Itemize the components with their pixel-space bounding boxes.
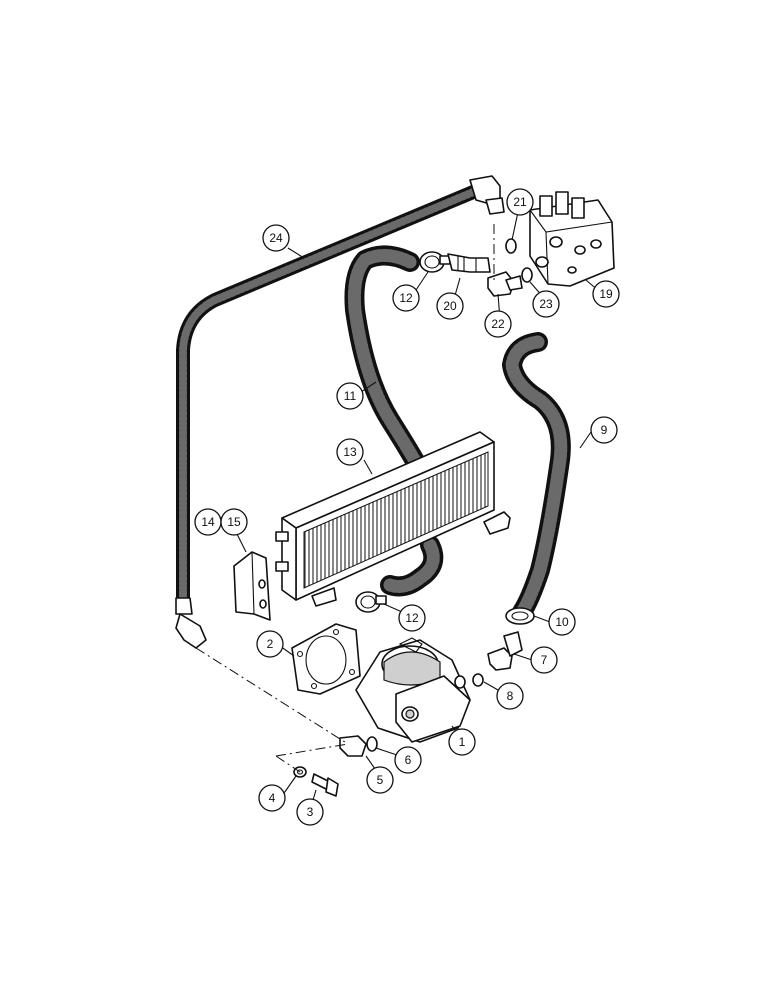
elbow-fitting-7: [487, 631, 523, 671]
svg-text:11: 11: [344, 389, 357, 403]
callout-12-upper: 12: [392, 284, 420, 312]
svg-text:14: 14: [201, 515, 215, 529]
svg-text:21: 21: [513, 195, 527, 209]
o-ring-8: [472, 673, 484, 687]
callout-9: 9: [590, 416, 618, 444]
elbow-fitting-5: [339, 735, 367, 757]
valve-block-19: [529, 191, 615, 287]
svg-text:10: 10: [555, 615, 569, 629]
callout-11: 11: [336, 382, 364, 410]
o-ring-6: [366, 736, 378, 752]
callout-20: 20: [436, 292, 464, 320]
o-ring-23: [521, 267, 533, 283]
svg-text:22: 22: [491, 317, 505, 331]
svg-text:9: 9: [601, 423, 608, 437]
svg-text:13: 13: [343, 445, 357, 459]
assembly-lines: [195, 647, 349, 773]
hose-clamp-10: [505, 607, 535, 625]
svg-text:24: 24: [269, 231, 283, 245]
hose-clamp-12-lower: [355, 591, 387, 613]
callout-21: 21: [506, 188, 534, 216]
svg-text:6: 6: [405, 753, 412, 767]
callout-24: 24: [262, 224, 290, 252]
callout-2: 2: [256, 630, 284, 658]
svg-text:15: 15: [227, 515, 241, 529]
svg-text:3: 3: [307, 805, 314, 819]
oil-cooler-13: [275, 431, 511, 607]
hose-9: [502, 332, 571, 622]
svg-text:4: 4: [269, 791, 276, 805]
hose-clamp-12-upper: [419, 251, 451, 273]
o-ring-21: [505, 238, 517, 254]
callout-19: 19: [592, 280, 620, 308]
svg-text:5: 5: [377, 773, 384, 787]
callout-1: 1: [448, 728, 476, 756]
callout-23: 23: [532, 290, 560, 318]
hydraulic-pump-1: [355, 637, 471, 743]
elbow-fitting-22: [487, 271, 523, 297]
callout-14: 14: [194, 508, 222, 536]
svg-text:12: 12: [405, 611, 419, 625]
svg-text:20: 20: [443, 299, 457, 313]
svg-text:19: 19: [599, 287, 613, 301]
hose-11: [344, 245, 444, 597]
bracket-14-15: [233, 551, 271, 621]
svg-text:12: 12: [399, 291, 413, 305]
callout-10: 10: [548, 608, 576, 636]
callout-15: 15: [220, 508, 248, 536]
callout-13: 13: [336, 438, 364, 466]
callout-12-lower: 12: [398, 604, 426, 632]
bolt-3: [311, 773, 339, 797]
callout-4: 4: [258, 784, 286, 812]
hose-24: [175, 175, 505, 649]
callout-22: 22: [484, 310, 512, 338]
callout-5: 5: [366, 766, 394, 794]
svg-text:7: 7: [541, 653, 548, 667]
callout-6: 6: [394, 746, 422, 774]
gasket-2: [291, 623, 361, 695]
fitting-20: [447, 253, 491, 273]
callout-7: 7: [530, 646, 558, 674]
svg-text:23: 23: [539, 297, 553, 311]
callout-3: 3: [296, 798, 324, 826]
svg-text:1: 1: [459, 735, 466, 749]
callout-8: 8: [496, 682, 524, 710]
svg-text:8: 8: [507, 689, 514, 703]
svg-text:2: 2: [267, 637, 274, 651]
